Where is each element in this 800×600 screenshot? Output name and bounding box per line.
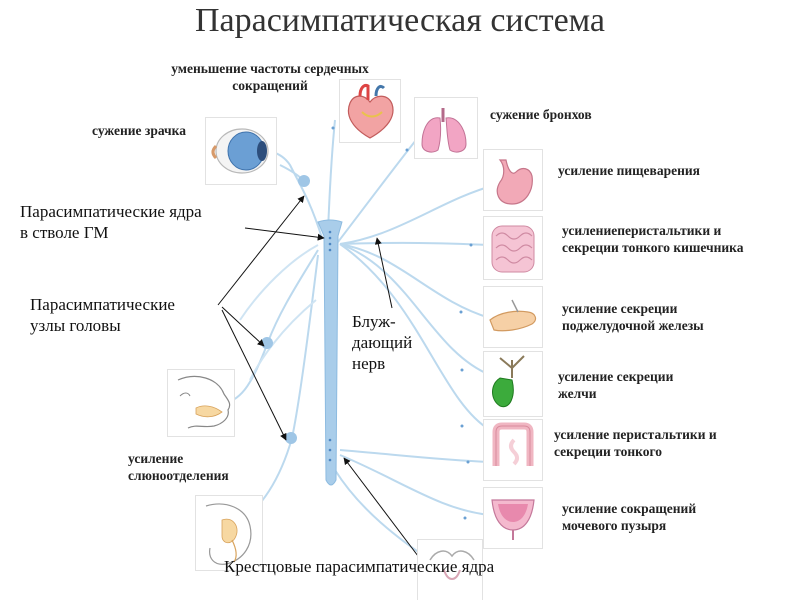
note-vagus: Блуж- дающий нерв [352,312,413,373]
label-bladder: усиление сокращений мочевого пузыря [562,501,697,533]
label-pupil: сужение зрачка [92,123,186,138]
arrow-head-ganglion-face [221,306,265,347]
nerve-heart [327,119,336,233]
label-digestion: усиление пищеварения [558,163,700,178]
nerve-pelvis [334,469,431,561]
arrow-brainstem-ganglion [217,195,305,306]
note-head-ganglia: Парасимпатические узлы головы [30,295,175,335]
bladder-frame [484,488,542,548]
arrow-sacral [343,457,419,557]
note-brainstem-nuclei: Парасимпатические ядра в стволе ГМ [20,202,202,242]
label-heart: уменьшение частоты сердечных сокращений [171,61,369,93]
nerve-gallbladder [339,243,491,376]
nerve-ear [239,254,319,521]
nerve-face [219,249,319,406]
label-bronchi: сужение бронхов [490,107,592,122]
arrow-vagus [374,237,393,309]
colon-frame [484,420,542,480]
eye-frame [206,118,276,184]
nerve-pancreas [339,243,491,319]
label-bile: усиление секреции желчи [558,369,674,401]
gallbladder-frame [484,352,542,416]
label-colon: усиление перистальтики и секреции тонког… [554,427,717,459]
nerve-stomach [339,184,496,245]
label-small-intestine: усилениеперистальтики и секреции тонкого… [562,223,744,255]
arrow-brainstem-nuclei [244,227,325,241]
ganglion-face [261,337,273,349]
nerve-bronchi [337,134,421,243]
face-frame [168,370,234,436]
page-title: Парасимпатическая система [194,2,606,39]
label-pancreas: усиление секреции поджелудочной железы [562,301,704,333]
intestine-frame [484,217,542,279]
ganglion-ear [285,432,297,444]
stomach-frame [484,150,542,210]
nerve-colon-upper [339,243,491,431]
nerve-small-intestine [339,241,491,246]
spinal-cord [317,219,343,486]
arrow-head-ganglion-ear [221,309,287,441]
lungs-frame [415,98,477,158]
nerve-bladder [339,454,491,516]
label-saliva: усиление слюноотделения [128,451,229,483]
pancreas-frame [484,287,542,347]
nerve-colon-sacral [339,449,491,463]
note-sacral-nuclei: Крестцовые парасимпатические ядра [224,557,495,576]
ganglion-eye [298,175,310,187]
